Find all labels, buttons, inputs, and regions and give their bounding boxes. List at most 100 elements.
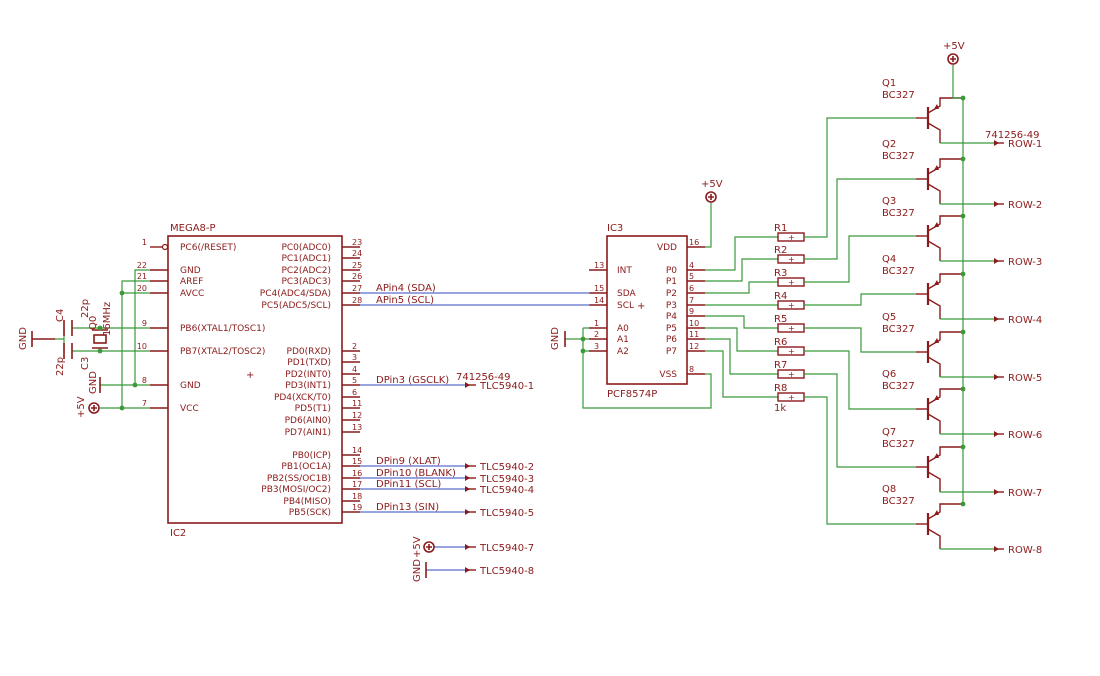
ic2-pin-number: 26: [352, 272, 362, 281]
transistor-ref: Q1: [882, 78, 896, 89]
ic3-pin-name: A1: [617, 335, 629, 345]
vcc-symbol-ic3: [705, 191, 717, 203]
vcc-symbol-ic2: [88, 402, 100, 414]
ic2-atmega8: MEGA8-P IC2 + 1PC6(/RESET)22GND21AREF20A…: [137, 223, 362, 539]
wire-pcf-to-resistor: [705, 236, 778, 271]
transistor-collector: [927, 298, 941, 319]
resistor-ref: R7: [774, 360, 787, 371]
ic2-pin-name: PD4(XCK/T0): [274, 393, 331, 403]
ic2-pin-name: PD0(RXD): [287, 347, 331, 357]
ic3-pin-name: INT: [617, 266, 632, 276]
transistor-emitter: [927, 331, 963, 348]
wire-pcf-to-resistor: [705, 327, 778, 352]
transistor-collector: [927, 183, 941, 204]
transistor-ref: Q2: [882, 139, 896, 150]
resistor-ref: R6: [774, 337, 787, 348]
row-pin-arrow: [994, 489, 999, 495]
junction: [119, 290, 125, 296]
ic3-pin-number: 4: [689, 261, 694, 270]
row-pin-label: ROW-1: [1008, 139, 1042, 150]
ic2-pin-name: PD3(INT1): [285, 381, 331, 391]
net-dpin9: DPin9 (XLAT): [376, 456, 441, 467]
ic2-pin-name: PC6(/RESET): [180, 243, 236, 253]
wire-cap-gnd: [55, 328, 65, 351]
ic2-pin-number: 25: [352, 261, 362, 270]
transistor-ref: Q3: [882, 196, 896, 207]
plus5v-label-ic3: +5V: [701, 179, 723, 190]
junction: [132, 382, 138, 388]
wire-resistor-to-base: [804, 293, 916, 306]
ic3-part-label: PCF8574P: [607, 389, 657, 400]
ic2-pin-name: PC2(ADC2): [281, 266, 331, 276]
ic2-pin-number: 22: [137, 261, 147, 270]
gnd-label-ic3: GND: [550, 327, 561, 350]
transistor-emitter: [927, 273, 963, 290]
transistor-part: BC327: [882, 381, 915, 392]
resistor-origin-cross: +: [788, 255, 795, 264]
plus5v-label-rail: +5V: [943, 41, 965, 52]
wire-pcf-to-resistor: [705, 350, 778, 398]
ic2-pin-name: PC0(ADC0): [281, 243, 331, 253]
resistor-origin-cross: +: [788, 347, 795, 356]
ic2-body: [167, 235, 343, 524]
transistor-part: BC327: [882, 324, 915, 335]
wire-resistor-to-base: [804, 327, 916, 353]
ic2-pin-number: 28: [352, 296, 362, 305]
ic2-pin-number: 17: [352, 480, 362, 489]
tlc-pin-arrow: [465, 475, 470, 481]
transistor-emitter: [927, 215, 963, 232]
resistor-ref: R3: [774, 268, 787, 279]
ic3-pin-name: P3: [666, 301, 677, 311]
transistor-part: BC327: [882, 90, 915, 101]
ic2-pin-name: PC3(ADC3): [281, 277, 331, 287]
tlc5940-connector-pins: TLC5940-1TLC5940-2TLC5940-3TLC5940-4TLC5…: [465, 381, 534, 577]
ic2-pin-number: 19: [352, 503, 362, 512]
crystal-q0: [93, 334, 107, 344]
row-pin-label: ROW-8: [1008, 545, 1042, 556]
resistor-ref: R4: [774, 291, 787, 302]
transistor-arrow: [934, 453, 939, 458]
ic2-pin-number: 13: [352, 423, 362, 432]
ic2-pin-name: PB5(SCK): [289, 508, 331, 518]
tlc-pin-arrow: [465, 544, 470, 550]
gnd-symbol-osc: [31, 331, 55, 347]
ic3-pin-name: P5: [666, 324, 677, 334]
transistor-part: BC327: [882, 496, 915, 507]
cap-c4: [63, 320, 73, 336]
ic3-pin-name: P1: [666, 277, 677, 287]
wire-pcf-to-resistor: [705, 338, 778, 375]
ic3-pin-number: 6: [689, 284, 694, 293]
resistor-value: 1k: [774, 403, 786, 414]
ic2-pin-number: 18: [352, 492, 362, 501]
net-apin4: APin4 (SDA): [376, 283, 436, 294]
row-pin-arrow: [994, 546, 999, 552]
wire-resistor-to-base: [804, 235, 916, 283]
vcc-symbol-tlc7-plus: [426, 544, 432, 550]
cap-c4-ref: C4: [55, 309, 66, 322]
junction: [580, 336, 586, 342]
tlc-pin-label: TLC5940-2: [479, 462, 534, 473]
resistor-ref: R5: [774, 314, 787, 325]
ic2-pin-name: PB3(MOSI/OC2): [261, 485, 331, 495]
ic2-origin-cross: +: [246, 370, 254, 381]
ic3-origin-cross: +: [637, 301, 645, 312]
transistor-arrow: [934, 395, 939, 400]
crystal-value: 16MHz: [102, 302, 113, 336]
plus5v-label-ic2: +5V: [76, 396, 87, 418]
ic3-pin-name: P4: [666, 312, 677, 322]
net-dpin3: DPin3 (GSCLK): [376, 375, 449, 386]
vcc-symbol-rail: [947, 53, 959, 65]
ic3-pin-number: 14: [594, 296, 604, 305]
wire-resistor-to-base: [804, 373, 916, 468]
ic3-pin-number: 13: [594, 261, 604, 270]
ic2-power-wiring: GND +5V: [76, 269, 150, 418]
ic2-pin-name: GND: [180, 381, 201, 391]
net-dpin11: DPin11 (SCL): [376, 479, 441, 490]
tlc-pin-label: TLC5940-8: [479, 566, 534, 577]
transistor-ref: Q6: [882, 369, 896, 380]
ic3-pin-number: 9: [689, 307, 694, 316]
ic2-pin-number: 2: [352, 342, 357, 351]
ic2-pin-number: 23: [352, 238, 362, 247]
ic3-pin-number: 1: [594, 319, 599, 328]
